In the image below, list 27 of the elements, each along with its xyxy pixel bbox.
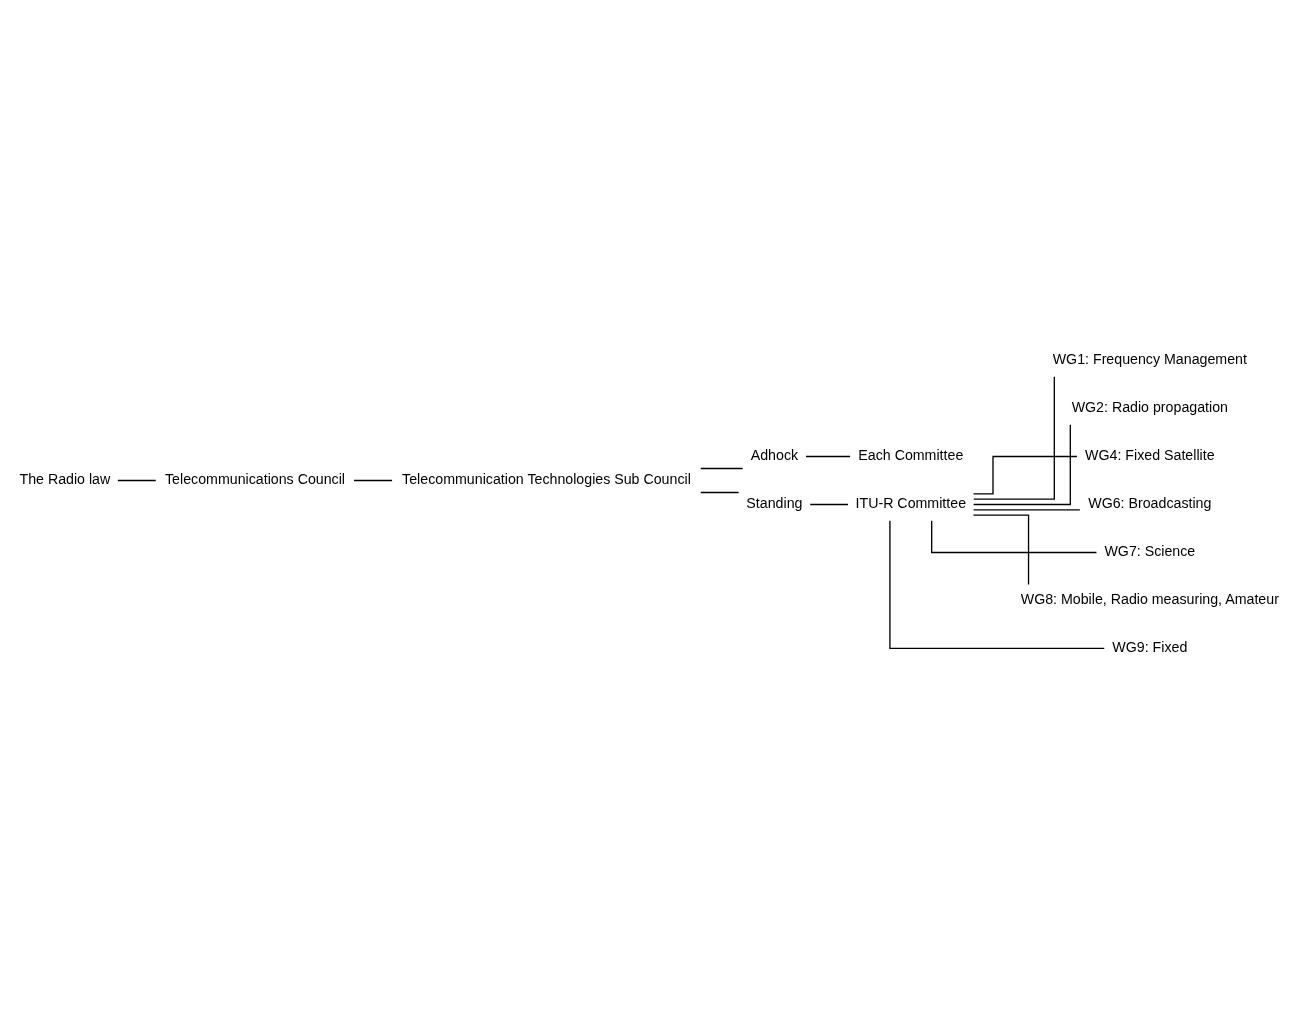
connector [353,479,393,482]
connector [805,455,851,458]
connector [809,503,849,506]
connector [972,424,1071,506]
node-text: Each Committee [858,446,964,463]
node-text: WG7: Science [1104,542,1196,559]
connector [972,455,1078,495]
node-text: WG9: Fixed [1112,638,1188,655]
connector [889,520,1105,650]
node-text: WG6: Broadcasting [1088,494,1212,511]
node-text: The Radio law [19,470,111,487]
connector [972,509,1081,511]
node-text: WG1: Frequency Management [1052,350,1247,367]
node-text: WG2: Radio propagation [1071,398,1228,415]
node-text: Standing [746,494,803,511]
node-text: Telecommunications Council [165,470,346,487]
node-text: WG8: Mobile, Radio measuring, Amateur [1020,590,1279,607]
node-text: Telecommunication Technologies Sub Council [402,470,691,487]
node-text: ITU-R Committee [855,494,967,511]
node-text: WG4: Fixed Satellite [1085,446,1215,463]
connector [973,376,1055,500]
connector [700,467,744,470]
connector [931,520,1098,554]
node-text: Adhock [750,446,799,463]
connector [972,514,1030,586]
connector [700,491,740,494]
connector [117,479,157,482]
